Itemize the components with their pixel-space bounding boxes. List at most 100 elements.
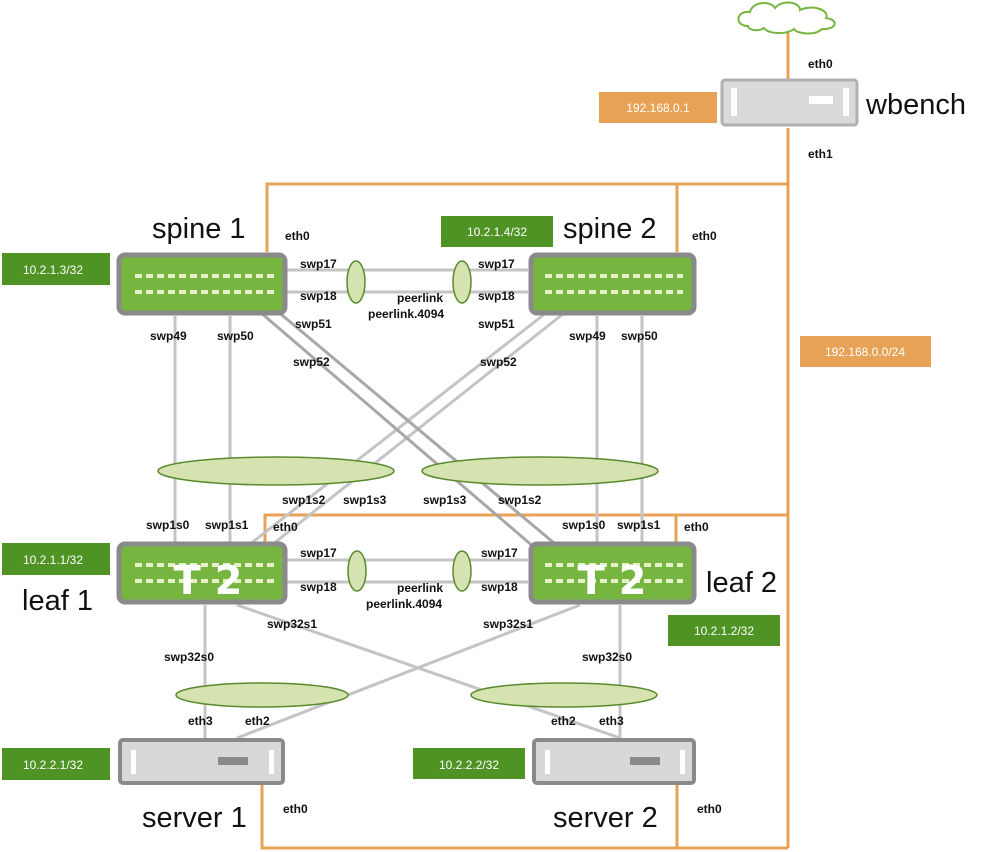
- wbench-eth0: eth0: [808, 57, 833, 71]
- leaf2-swp1s0: swp1s0: [562, 518, 606, 532]
- management-network: [260, 32, 790, 850]
- spine1-node[interactable]: spine 1 10.2.1.3/32 eth0 swp17 swp18 swp…: [2, 213, 337, 369]
- leaf2-swp17: swp17: [481, 546, 518, 560]
- leaf2-t2-badge: T 2: [577, 558, 646, 604]
- server-icon: [720, 78, 859, 127]
- spine2-leaf2-links: [595, 316, 644, 542]
- switch-icon: [116, 541, 288, 605]
- leaf2-eth0: eth0: [684, 520, 709, 534]
- server1-bond: [175, 682, 349, 708]
- switch-icon: [528, 541, 697, 605]
- spine1-eth0: eth0: [285, 229, 310, 243]
- leaf2-ip-box: [668, 615, 780, 646]
- leaf1-swp1s1: swp1s1: [205, 518, 249, 532]
- wbench-node[interactable]: wbench 192.168.0.1 eth0 eth1: [599, 57, 966, 161]
- spine2-swp49: swp49: [569, 329, 606, 343]
- server2-slot-right: [680, 750, 685, 774]
- leaf1-ip-box: [2, 543, 110, 575]
- server1-ip: 10.2.2.1/32: [23, 758, 83, 772]
- server2-node[interactable]: server 2 10.2.2.2/32 eth0 eth2 eth3: [413, 714, 722, 834]
- leaf1-name: leaf 1: [22, 585, 93, 617]
- server2-eth0: eth0: [697, 802, 722, 816]
- mgmt-subnet-box: [800, 336, 931, 367]
- leaf1-swp32s0: swp32s0: [164, 650, 214, 664]
- spine2-ip: 10.2.1.4/32: [467, 225, 527, 239]
- spine1-swp50: swp50: [217, 329, 254, 343]
- leaf2-swp18: swp18: [481, 580, 518, 594]
- server2-eth3: eth3: [599, 714, 624, 728]
- leaf1-swp1s0: swp1s0: [146, 518, 190, 532]
- leaf1-t2-badge: T 2: [173, 558, 242, 604]
- wbench-slot-right: [843, 88, 849, 116]
- server2-bond: [470, 682, 658, 708]
- spine1-swp49: swp49: [150, 329, 187, 343]
- leaf-peer-bond-right: [452, 550, 472, 592]
- mgmt-line-servers: [260, 780, 788, 850]
- leaf-peer-bond-left: [347, 550, 367, 592]
- server2-drive: [630, 757, 660, 765]
- leaf2-node[interactable]: T 2 leaf 2 10.2.1.2/32 eth0 swp17 swp18 …: [481, 520, 780, 664]
- server2-ip: 10.2.2.2/32: [439, 758, 499, 772]
- spine1-swp51: swp51: [295, 317, 332, 331]
- server1-ip-box: [2, 748, 110, 780]
- spine-peer-bond-right: [452, 260, 472, 304]
- server1-node[interactable]: server 1 10.2.2.1/32 eth0 eth3 eth2: [2, 714, 308, 834]
- spine1-name: spine 1: [152, 213, 246, 245]
- server1-eth2: eth2: [245, 714, 270, 728]
- server-icon: [532, 738, 696, 785]
- spine1-leaf2-links: [259, 303, 561, 550]
- spine1-swp52: swp52: [293, 355, 330, 369]
- leaf1-swp1s3: swp1s3: [343, 493, 387, 507]
- spine2-swp18: swp18: [478, 289, 515, 303]
- spine-peerlink-sub: peerlink.4094: [368, 307, 444, 321]
- server1-eth0: eth0: [283, 802, 308, 816]
- spine2-ip-box: [441, 216, 553, 247]
- spine2-swp50: swp50: [621, 329, 658, 343]
- leaf1-swp17: swp17: [300, 546, 337, 560]
- server1-slot-left: [131, 750, 136, 774]
- server1-slot-right: [269, 750, 274, 774]
- server2-name: server 2: [553, 802, 658, 834]
- mgmt-line-spines: [265, 182, 788, 252]
- spine1-swp18: swp18: [300, 289, 337, 303]
- server1-drive: [218, 757, 248, 765]
- mgmt-subnet-label: 192.168.0.0/24: [825, 345, 905, 359]
- leaf2-swp1s3: swp1s3: [423, 493, 467, 507]
- leaf2-swp1s2: swp1s2: [498, 493, 542, 507]
- leaf2-uplink-bond: [421, 456, 659, 486]
- spine2-port-dashes: [545, 274, 683, 294]
- spine1-ip: 10.2.1.3/32: [23, 263, 83, 277]
- server-icon: [118, 738, 285, 785]
- spine-peer-bond-left: [346, 260, 366, 304]
- leaf2-port-dashes: [545, 563, 683, 583]
- leaf-peerlink-lines: [286, 558, 528, 584]
- server1-name: server 1: [142, 802, 247, 834]
- spine1-ip-box: [2, 253, 110, 285]
- wbench-drive: [809, 96, 833, 104]
- server2-ip-box: [413, 748, 525, 779]
- spine1-leaf1-links: [173, 316, 232, 542]
- leaf1-ip: 10.2.1.1/32: [23, 553, 83, 567]
- spine-peerlink-lines: [286, 268, 528, 294]
- leaf1-eth0: eth0: [273, 520, 298, 534]
- leaf1-swp32s1: swp32s1: [267, 617, 317, 631]
- wbench-ip: 192.168.0.1: [626, 101, 690, 115]
- wbench-slot-left: [731, 88, 737, 116]
- leaf1-node[interactable]: T 2 leaf 1 10.2.1.1/32 eth0 swp17 swp18 …: [2, 520, 337, 664]
- spine2-name: spine 2: [563, 213, 657, 245]
- leaf2-swp32s0: swp32s0: [582, 650, 632, 664]
- spine2-swp52: swp52: [480, 355, 517, 369]
- spine2-eth0: eth0: [692, 229, 717, 243]
- spine2-node[interactable]: spine 2 10.2.1.4/32 eth0 swp17 swp18 swp…: [441, 213, 717, 369]
- spine1-swp17: swp17: [300, 257, 337, 271]
- leaf-peerlink-label: peerlink: [397, 581, 443, 595]
- leaf1-port-dashes: [135, 563, 275, 583]
- leaf-peerlink-sub: peerlink.4094: [366, 597, 442, 611]
- switch-icon: [528, 252, 697, 316]
- leaf1-uplink-bond: [157, 456, 395, 486]
- cloud-icon: [737, 1, 836, 35]
- spine2-swp51: swp51: [478, 317, 515, 331]
- switch-icon: [116, 252, 288, 316]
- spine-peerlink-label: peerlink: [397, 291, 443, 305]
